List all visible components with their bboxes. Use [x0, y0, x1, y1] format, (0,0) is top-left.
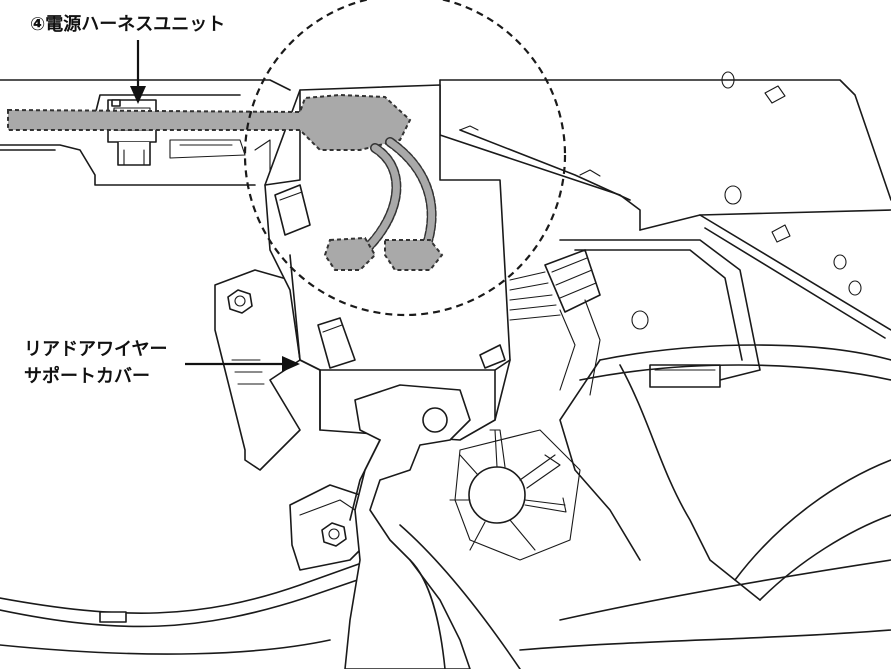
magnify-circle — [243, 0, 567, 317]
arrow-right-icon — [282, 356, 300, 372]
callout-arrow-cover — [185, 356, 300, 372]
arrow-down-icon — [130, 86, 146, 104]
left-bracket — [214, 269, 301, 471]
bolt-icon — [321, 522, 347, 547]
callout-arrow-harness — [130, 40, 146, 104]
wire-connector — [509, 249, 601, 396]
label-rear-wire-support-cover-line2: サポートカバー — [24, 365, 150, 387]
lower-right-panel — [519, 344, 891, 651]
label-power-harness-unit: ④電源ハーネスユニット — [30, 13, 225, 35]
lower-left-bracket — [289, 484, 371, 571]
bolt-icon — [227, 289, 253, 314]
trim-panel-top-left — [0, 79, 291, 186]
label-rear-wire-support-cover-line1: リアドアワイヤー — [24, 339, 167, 360]
bottom-cables — [0, 559, 373, 655]
power-harness — [7, 93, 444, 271]
rear-wire-support-cover — [264, 84, 511, 441]
hinge-assembly — [344, 384, 581, 669]
